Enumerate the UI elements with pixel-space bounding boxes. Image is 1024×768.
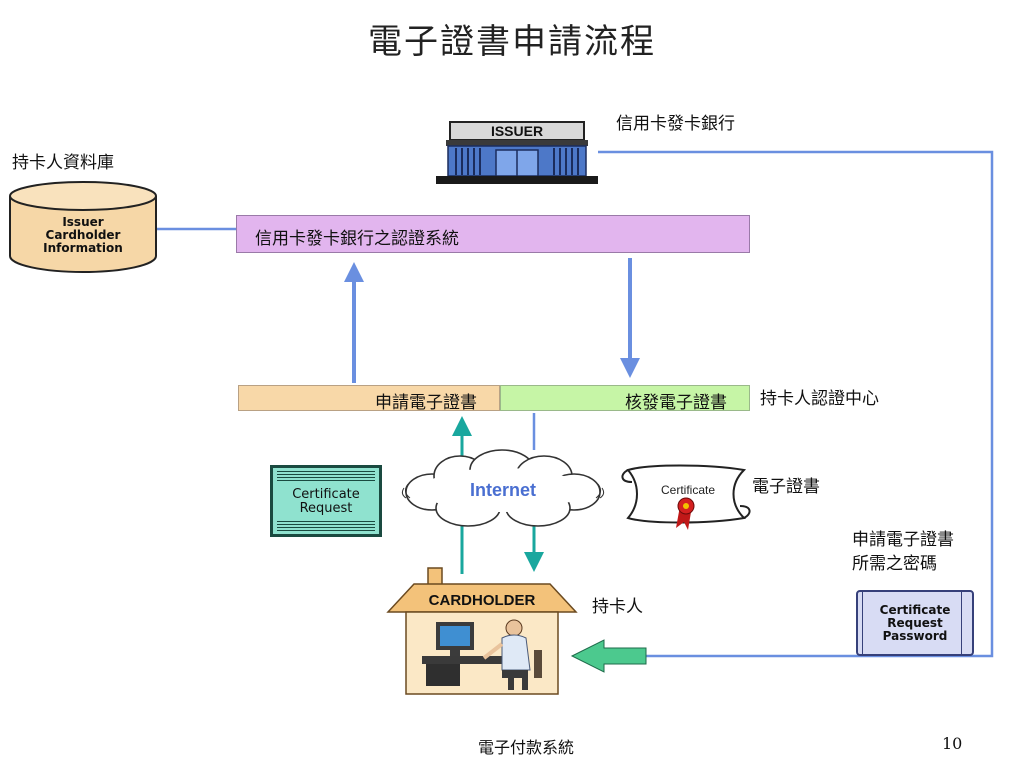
request-line-2: Request bbox=[299, 501, 353, 516]
cardholder-house-icon: CARDHOLDER bbox=[386, 567, 578, 695]
auth-to-issue-arrowhead bbox=[620, 358, 640, 378]
card-lines-bottom bbox=[277, 521, 375, 531]
database-line-1: Issuer bbox=[62, 215, 104, 229]
database-cylinder-icon bbox=[9, 181, 157, 273]
database-text: Issuer Cardholder Information bbox=[12, 216, 154, 255]
card-lines-top bbox=[277, 471, 375, 481]
cardholder-sign-text: CARDHOLDER bbox=[429, 592, 536, 609]
certificate-password-card: Certificate Request Password bbox=[856, 590, 974, 656]
internet-cloud-icon: Internet bbox=[401, 449, 605, 527]
issue-certificate-label: 核發電子證書 bbox=[625, 393, 727, 413]
issuer-bank-label: 信用卡發卡銀行 bbox=[616, 114, 735, 134]
certificate-request-card: Certificate Request bbox=[270, 465, 382, 537]
cardholder-label: 持卡人 bbox=[592, 597, 643, 617]
password-label: 申請電子證書 所需之密碼 bbox=[852, 528, 954, 576]
apply-to-auth-arrowhead bbox=[344, 262, 364, 282]
page-title: 電子證書申請流程 bbox=[368, 22, 656, 62]
apply-certificate-box: 申請電子證書 bbox=[238, 385, 500, 413]
database-line-3: Information bbox=[43, 241, 123, 255]
issue-to-cardholder-arrowhead bbox=[524, 552, 544, 572]
page-number: 10 bbox=[942, 734, 963, 753]
password-to-cardholder-arrow bbox=[570, 639, 647, 673]
password-line-1: Certificate bbox=[879, 603, 951, 617]
password-line-2: Request bbox=[887, 616, 943, 630]
certificate-label: 電子證書 bbox=[752, 477, 820, 497]
request-line-1: Certificate bbox=[292, 487, 360, 502]
password-text: Certificate Request Password bbox=[858, 604, 972, 643]
certificate-scroll-icon: Certificate bbox=[621, 464, 751, 530]
cardholder-to-apply-arrowhead bbox=[452, 416, 472, 436]
issuer-building-icon: ISSUER bbox=[436, 121, 598, 184]
password-label-line-1: 申請電子證書 bbox=[852, 530, 954, 550]
issue-certificate-box: 核發電子證書 bbox=[500, 385, 750, 413]
password-stripe-right bbox=[961, 590, 968, 656]
password-line-3: Password bbox=[882, 629, 948, 643]
ca-center-label: 持卡人認證中心 bbox=[760, 389, 879, 409]
auth-system-label: 信用卡發卡銀行之認證系統 bbox=[255, 229, 459, 249]
internet-label: Internet bbox=[470, 480, 536, 500]
issuer-sign-text: ISSUER bbox=[491, 123, 543, 139]
password-stripe-left bbox=[862, 590, 869, 656]
password-label-line-2: 所需之密碼 bbox=[852, 554, 937, 574]
apply-certificate-label: 申請電子證書 bbox=[375, 393, 477, 413]
certificate-request-text: Certificate Request bbox=[273, 488, 379, 516]
auth-system-box: 信用卡發卡銀行之認證系統 bbox=[236, 215, 750, 253]
database-label: 持卡人資料庫 bbox=[12, 153, 114, 173]
footer-course: 電子付款系統 bbox=[478, 738, 575, 757]
database-line-2: Cardholder bbox=[45, 228, 121, 242]
issuer-to-cardholder-line bbox=[598, 150, 994, 658]
certificate-scroll-text: Certificate bbox=[661, 483, 715, 497]
